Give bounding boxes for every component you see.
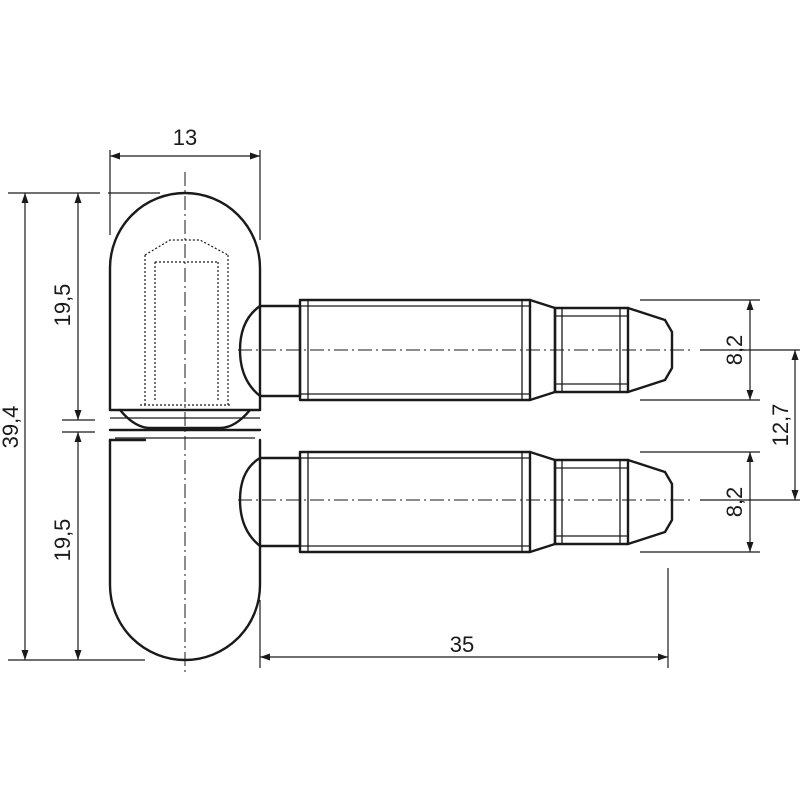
dim-height-upper: 19,5 <box>50 193 82 420</box>
dim-width-top-label: 13 <box>173 125 197 150</box>
dim-pin-spacing: 12,7 <box>768 350 799 500</box>
dim-pin-length: 35 <box>260 632 668 661</box>
dim-width-top: 13 <box>110 125 260 160</box>
dim-thread-dia-upper-label: 8,2 <box>722 335 747 366</box>
dim-pin-length-label: 35 <box>450 632 474 657</box>
hidden-bore <box>140 239 232 406</box>
dim-height-lower-label: 19,5 <box>50 519 75 562</box>
dim-thread-dia-lower-label: 8,2 <box>722 487 747 518</box>
lower-threaded-pin <box>238 450 674 554</box>
dim-height-lower: 19,5 <box>50 432 82 660</box>
dim-height-total: 39,4 <box>0 193 29 660</box>
dim-thread-dia-upper: 8,2 <box>722 300 754 400</box>
dim-pin-spacing-label: 12,7 <box>768 404 793 447</box>
dim-height-total-label: 39,4 <box>0 406 23 449</box>
center-lines <box>184 172 690 672</box>
dim-thread-dia-lower: 8,2 <box>722 452 754 552</box>
dim-height-upper-label: 19,5 <box>50 284 75 327</box>
extension-lines <box>8 150 800 668</box>
